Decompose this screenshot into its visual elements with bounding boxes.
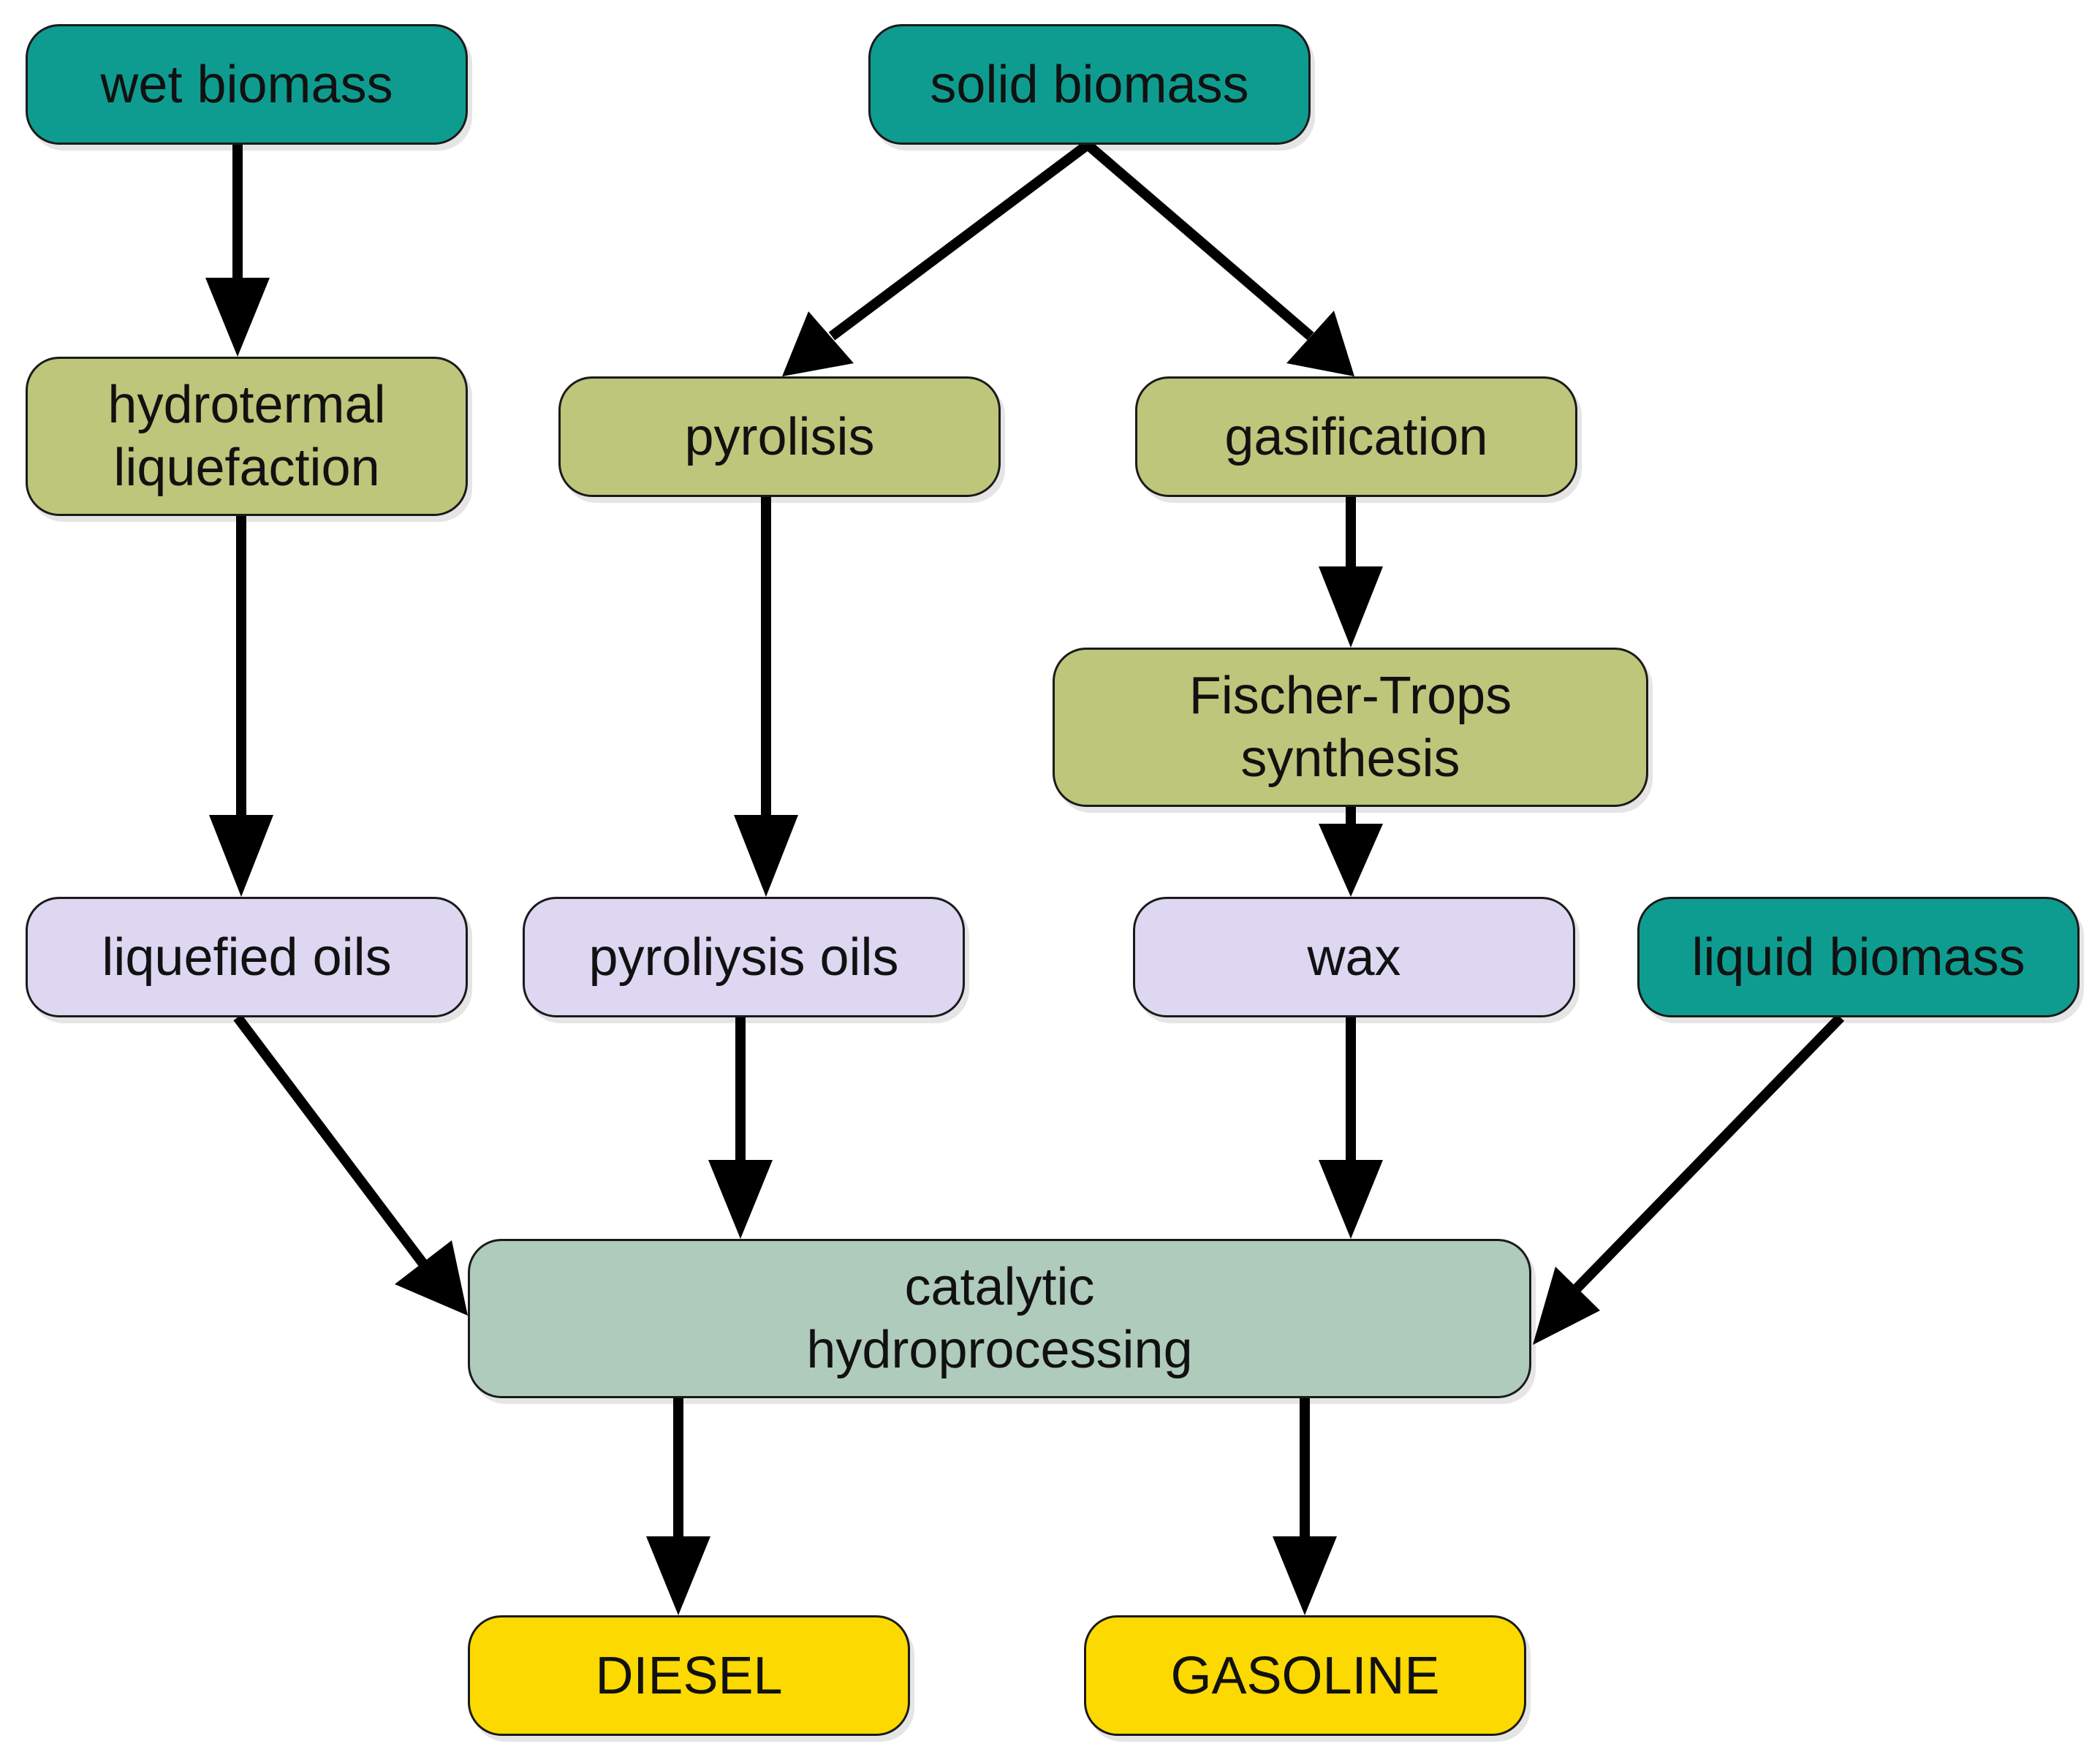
arrow-solid-to-pyro — [828, 140, 1091, 341]
node-diesel: DIESEL — [468, 1615, 910, 1736]
node-liquid-biomass: liquid biomass — [1637, 897, 2080, 1017]
node-gasification: gasification — [1135, 376, 1577, 497]
arrowhead-pyro — [782, 311, 854, 376]
arrowhead-liquid-cat — [1533, 1267, 1600, 1345]
node-wet-biomass: wet biomass — [26, 24, 468, 145]
arrowhead-diesel — [646, 1536, 710, 1615]
node-pyrolysis-oils: pyroliysis oils — [523, 897, 965, 1017]
arrowhead-wax — [1319, 824, 1383, 897]
arrowhead-pyrooils — [734, 815, 798, 897]
arrowhead-gasoline — [1273, 1536, 1337, 1615]
arrowhead-liqoils-cat — [395, 1240, 468, 1316]
arrow-liquid-to-cat — [1572, 1014, 1845, 1292]
node-gasoline: GASOLINE — [1084, 1615, 1526, 1736]
node-fischer-trops-synthesis: Fischer-Trops synthesis — [1053, 648, 1648, 807]
arrowhead-gasif — [1286, 311, 1354, 376]
arrowhead-liqoils — [209, 815, 273, 897]
arrowhead-ft — [1319, 566, 1383, 648]
node-wax: wax — [1133, 897, 1575, 1017]
arrowhead-hydro — [205, 278, 270, 357]
arrow-solid-to-gasif — [1084, 140, 1314, 341]
arrow-liqoils-to-cat — [233, 1014, 430, 1270]
node-hydrotermal-liquefaction: hydrotermal liquefaction — [26, 357, 468, 516]
arrowhead-wax-cat — [1319, 1160, 1383, 1239]
node-liquefied-oils: liquefied oils — [26, 897, 468, 1017]
node-catalytic-hydroprocessing: catalytic hydroprocessing — [468, 1239, 1531, 1398]
node-solid-biomass: solid biomass — [868, 24, 1311, 145]
arrowhead-pyrooils-cat — [708, 1160, 773, 1239]
node-pyrolisis: pyrolisis — [558, 376, 1001, 497]
